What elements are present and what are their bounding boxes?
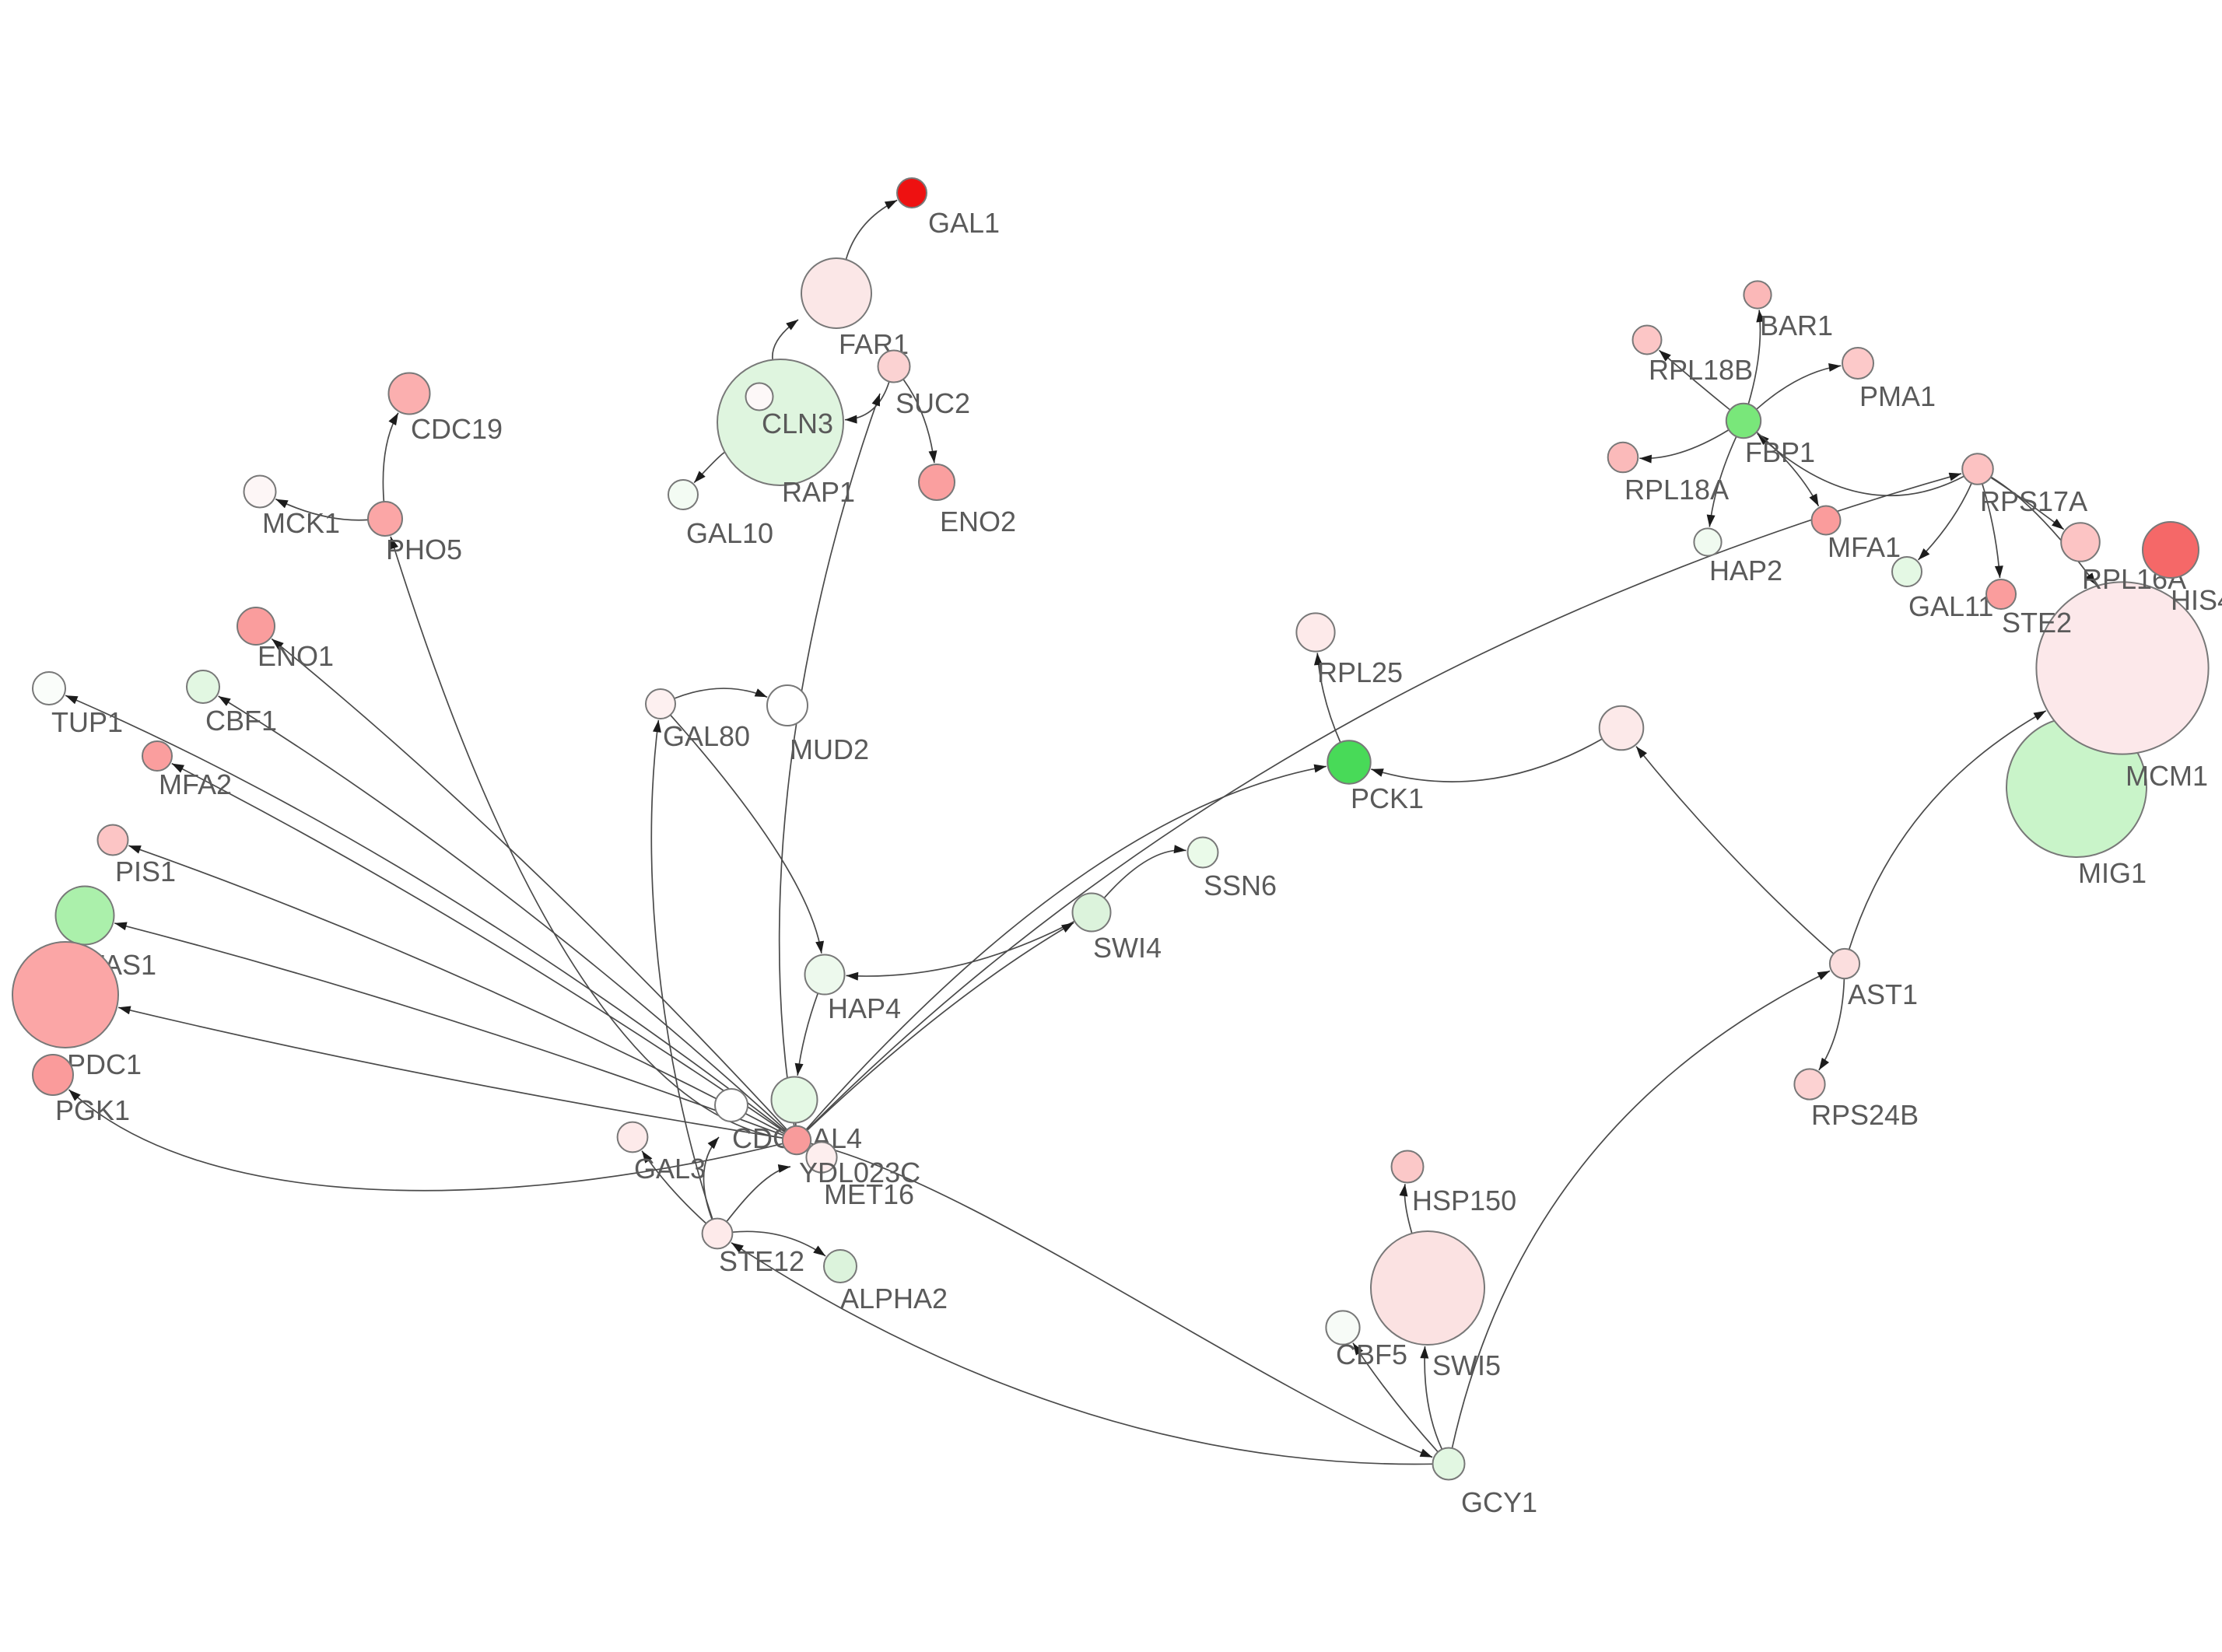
svg-text:ENO1: ENO1 bbox=[258, 640, 334, 672]
svg-text:STE12: STE12 bbox=[719, 1245, 804, 1277]
svg-text:GAL80: GAL80 bbox=[663, 720, 750, 752]
svg-text:MCK1: MCK1 bbox=[262, 507, 340, 539]
svg-text:HAP2: HAP2 bbox=[1709, 555, 1782, 586]
svg-text:AST1: AST1 bbox=[1848, 978, 1918, 1010]
svg-text:PGK1: PGK1 bbox=[55, 1094, 130, 1126]
svg-text:CLN3: CLN3 bbox=[762, 408, 833, 439]
svg-text:MCM1: MCM1 bbox=[2126, 760, 2208, 792]
svg-text:HAP4: HAP4 bbox=[828, 992, 901, 1024]
svg-text:CBF1: CBF1 bbox=[205, 705, 277, 737]
svg-text:PIS1: PIS1 bbox=[115, 856, 176, 887]
svg-text:GAL1: GAL1 bbox=[928, 207, 1000, 239]
svg-text:CBF5: CBF5 bbox=[1336, 1339, 1407, 1370]
svg-text:HSP150: HSP150 bbox=[1412, 1185, 1516, 1216]
svg-text:ENO2: ENO2 bbox=[940, 506, 1016, 537]
svg-text:RPS17A: RPS17A bbox=[1980, 485, 2087, 517]
svg-text:SWI5: SWI5 bbox=[1432, 1349, 1501, 1381]
svg-text:SWI4: SWI4 bbox=[1093, 932, 1162, 964]
svg-text:RPL18B: RPL18B bbox=[1649, 354, 1753, 386]
svg-text:PCK1: PCK1 bbox=[1351, 782, 1424, 814]
svg-text:MFA1: MFA1 bbox=[1828, 531, 1901, 563]
svg-text:PHO5: PHO5 bbox=[386, 534, 462, 565]
svg-text:PMA1: PMA1 bbox=[1859, 380, 1936, 412]
svg-text:ALPHA2: ALPHA2 bbox=[840, 1283, 948, 1314]
svg-text:SUC2: SUC2 bbox=[895, 387, 970, 419]
svg-text:RPS24B: RPS24B bbox=[1811, 1099, 1919, 1131]
svg-text:RPL25: RPL25 bbox=[1317, 656, 1403, 688]
svg-text:MIG1: MIG1 bbox=[2078, 857, 2147, 889]
svg-text:GAL11: GAL11 bbox=[1908, 590, 1993, 622]
svg-text:MUD2: MUD2 bbox=[790, 733, 869, 765]
svg-text:TUP1: TUP1 bbox=[51, 706, 123, 738]
svg-text:RAP1: RAP1 bbox=[782, 476, 855, 508]
svg-text:BAR1: BAR1 bbox=[1760, 310, 1833, 341]
svg-text:YDL023C: YDL023C bbox=[799, 1157, 920, 1188]
svg-text:CDC19: CDC19 bbox=[411, 413, 503, 445]
svg-text:FBP1: FBP1 bbox=[1745, 436, 1815, 468]
svg-text:PDC1: PDC1 bbox=[67, 1048, 142, 1080]
svg-text:GAL10: GAL10 bbox=[686, 517, 773, 549]
svg-text:GCY1: GCY1 bbox=[1461, 1486, 1537, 1518]
svg-text:MET16: MET16 bbox=[824, 1178, 914, 1210]
svg-text:SSN6: SSN6 bbox=[1204, 870, 1277, 901]
svg-text:HIS4: HIS4 bbox=[2171, 584, 2222, 616]
svg-text:GAL3: GAL3 bbox=[634, 1153, 706, 1185]
svg-text:RPL18A: RPL18A bbox=[1624, 474, 1729, 506]
svg-text:MFA2: MFA2 bbox=[159, 768, 232, 800]
svg-text:STE2: STE2 bbox=[2002, 607, 2072, 639]
